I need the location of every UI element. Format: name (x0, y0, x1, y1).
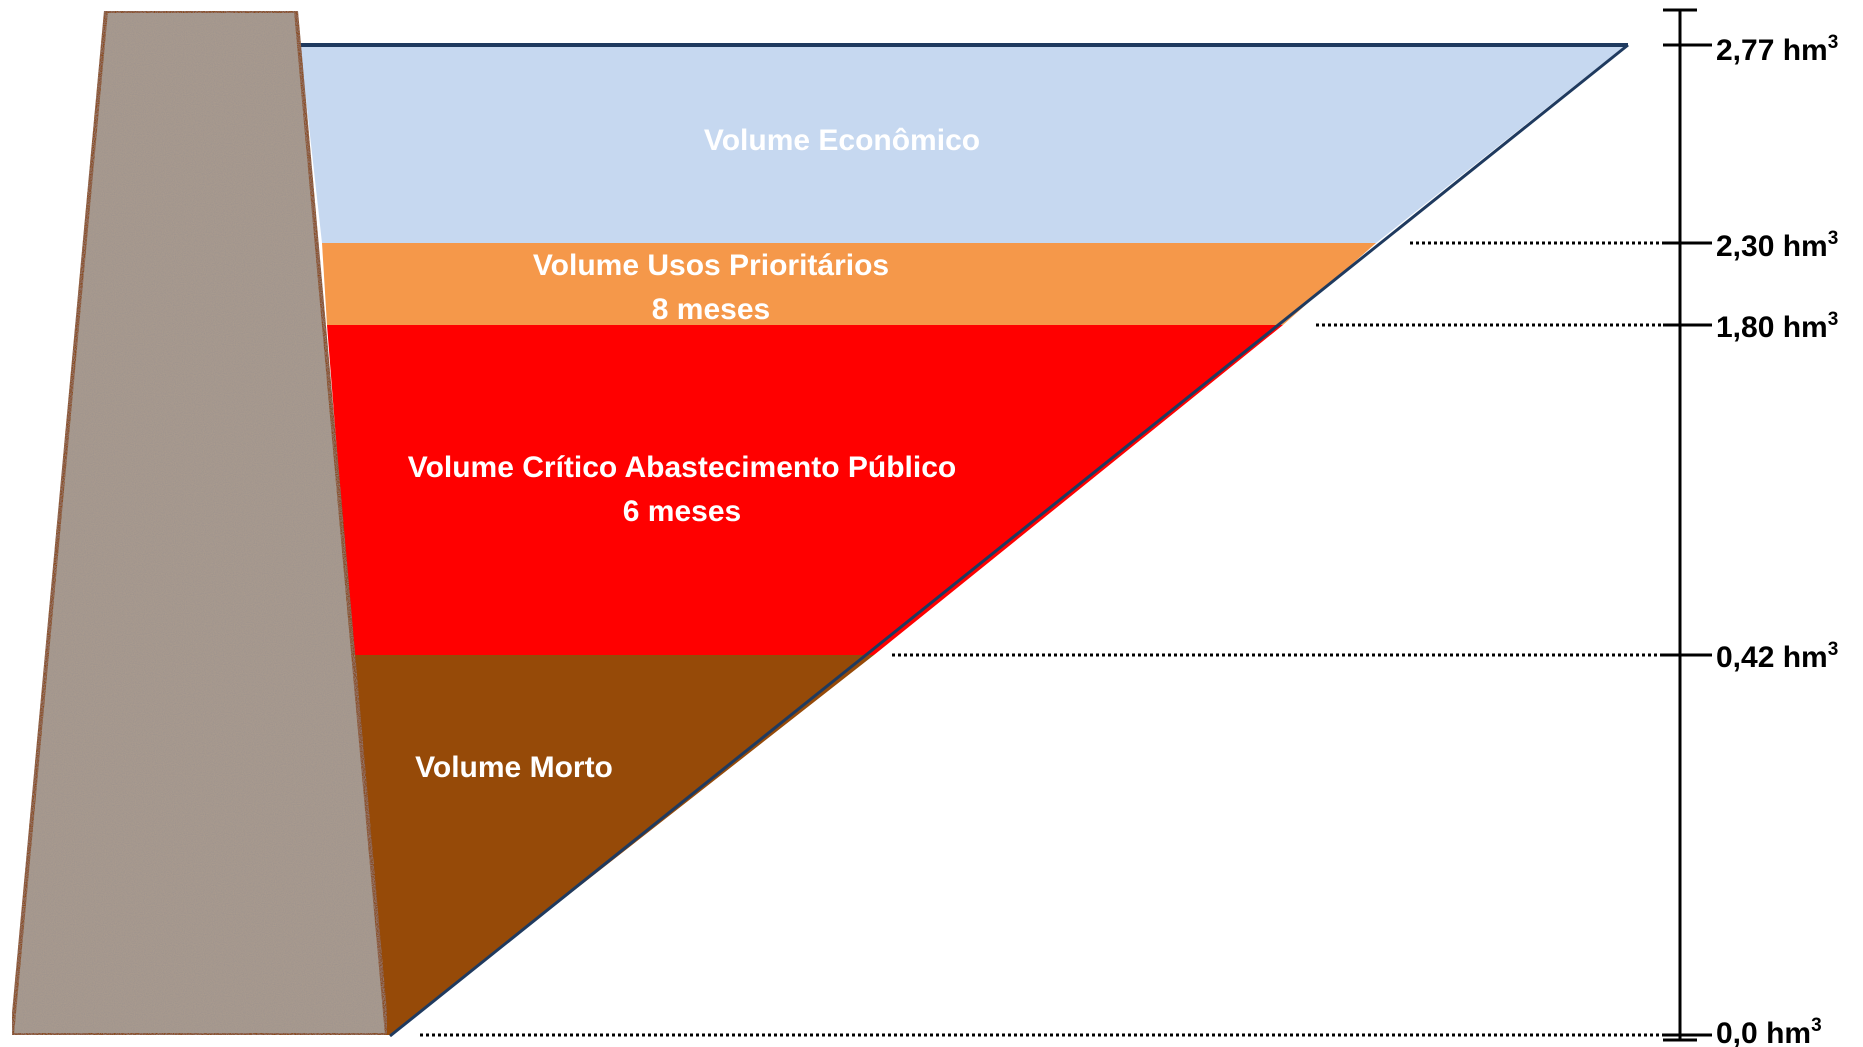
scale-label-2-30: 2,30 hm3 (1716, 228, 1838, 263)
scale-unit-exponent: 3 (1828, 32, 1839, 53)
volume-critico-zone (327, 325, 1283, 655)
scale-value: 1,80 (1716, 311, 1774, 344)
reservoir-slope-line (389, 43, 1629, 1038)
scale-unit-exponent: 3 (1828, 639, 1839, 660)
scale-value: 2,30 (1716, 230, 1774, 263)
scale-unit-exponent: 3 (1828, 309, 1839, 330)
volume-morto-zone (353, 655, 874, 1035)
volume-usos-prioritarios-label: Volume Usos Prioritários (533, 249, 889, 282)
scale-unit: hm (1783, 641, 1828, 674)
scale-unit-exponent: 3 (1811, 1015, 1822, 1036)
scale-unit: hm (1766, 1017, 1811, 1047)
scale-value: 0,0 (1716, 1017, 1758, 1047)
volume-usos-prioritarios-zone (322, 243, 1376, 325)
scale-label-0-42: 0,42 hm3 (1716, 639, 1838, 674)
volume-usos-prioritarios-duration: 8 meses (652, 293, 770, 326)
scale-label-0-0: 0,0 hm3 (1716, 1015, 1822, 1047)
scale-unit: hm (1783, 230, 1828, 263)
scale-value: 0,42 (1716, 641, 1774, 674)
scale-value: 2,77 (1716, 34, 1774, 67)
volume-critico-duration: 6 meses (623, 495, 741, 528)
dam-body (9, 9, 390, 1037)
volume-morto-label: Volume Morto (415, 751, 613, 784)
scale-unit: hm (1783, 34, 1828, 67)
volume-economico-zone (300, 45, 1626, 243)
volume-economico-label: Volume Econômico (704, 124, 980, 157)
scale-unit-exponent: 3 (1828, 228, 1839, 249)
scale-unit: hm (1783, 311, 1828, 344)
volume-critico-label: Volume Crítico Abastecimento Público (408, 451, 956, 484)
scale-label-1-80: 1,80 hm3 (1716, 309, 1838, 344)
scale-label-2-77: 2,77 hm3 (1716, 32, 1838, 67)
